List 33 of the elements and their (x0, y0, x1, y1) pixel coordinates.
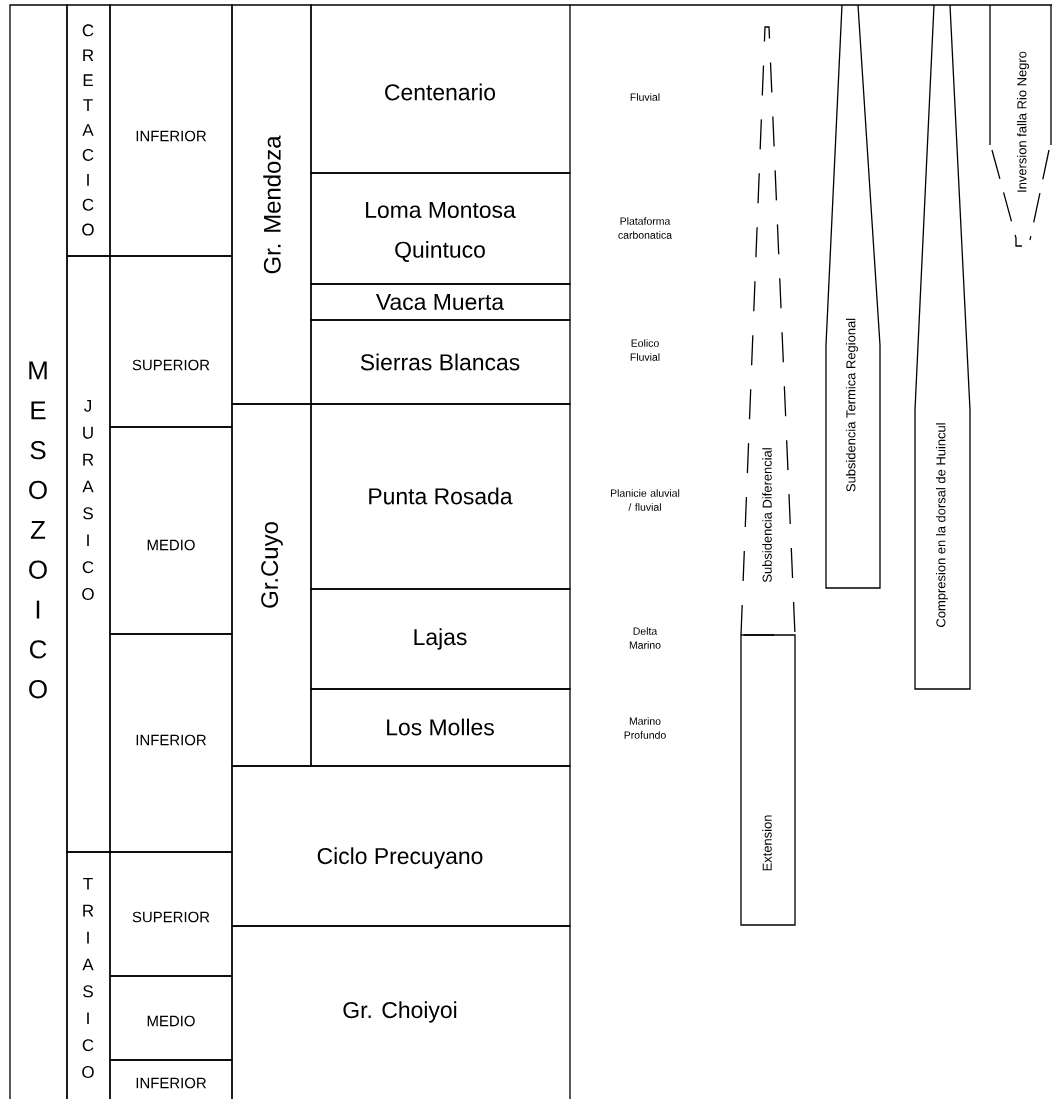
environment-label: Plataforma carbonatica (618, 217, 672, 239)
environment-label: Eolico Fluvial (630, 339, 660, 361)
table-cell: MESOZOICO (9, 4, 68, 1099)
table-cell: INFERIOR (109, 633, 233, 853)
table-cell: CRETACICO (66, 4, 111, 257)
table-cell: JURASICO (66, 255, 111, 853)
table-cell: SUPERIOR (109, 851, 233, 977)
table-cell: INFERIOR (109, 1059, 233, 1099)
table-cell: Vaca Muerta (310, 283, 571, 321)
table-cell: Gr.Cuyo (231, 403, 312, 767)
table-cell: TRIASICO (66, 851, 111, 1099)
table-cell: SUPERIOR (109, 255, 233, 428)
table-cell: Sierras Blancas (310, 319, 571, 405)
environment-label: Marino Profundo (624, 717, 666, 739)
table-cell: Punta Rosada (310, 403, 571, 590)
event-bar: Subsidencia Diferencial (740, 26, 796, 636)
environment-label: Planicie aluvial / fluvial (610, 489, 680, 511)
table-cell: Lajas (310, 588, 571, 690)
table-cell: MEDIO (109, 426, 233, 635)
table-cell: Loma Montosa Quintuco (310, 172, 571, 285)
table-cell: MEDIO (109, 975, 233, 1061)
event-bar: Inversion falla Rio Negro (989, 4, 1052, 247)
event-bar: Compresion en la dorsal de Huincul (914, 4, 971, 690)
environment-label: Delta Marino (629, 627, 661, 649)
event-bar: Extension (740, 634, 796, 926)
table-cell: Gr. Choiyoi (231, 925, 571, 1099)
table-cell: Gr. Mendoza (231, 4, 312, 405)
environment-label: Fluvial (630, 93, 660, 101)
table-cell: INFERIOR (109, 4, 233, 257)
table-cell: Ciclo Precuyano (231, 765, 571, 927)
table-cell: Los Molles (310, 688, 571, 767)
event-bar: Subsidencia Termica Regional (825, 4, 881, 589)
table-cell: Centenario (310, 4, 571, 174)
